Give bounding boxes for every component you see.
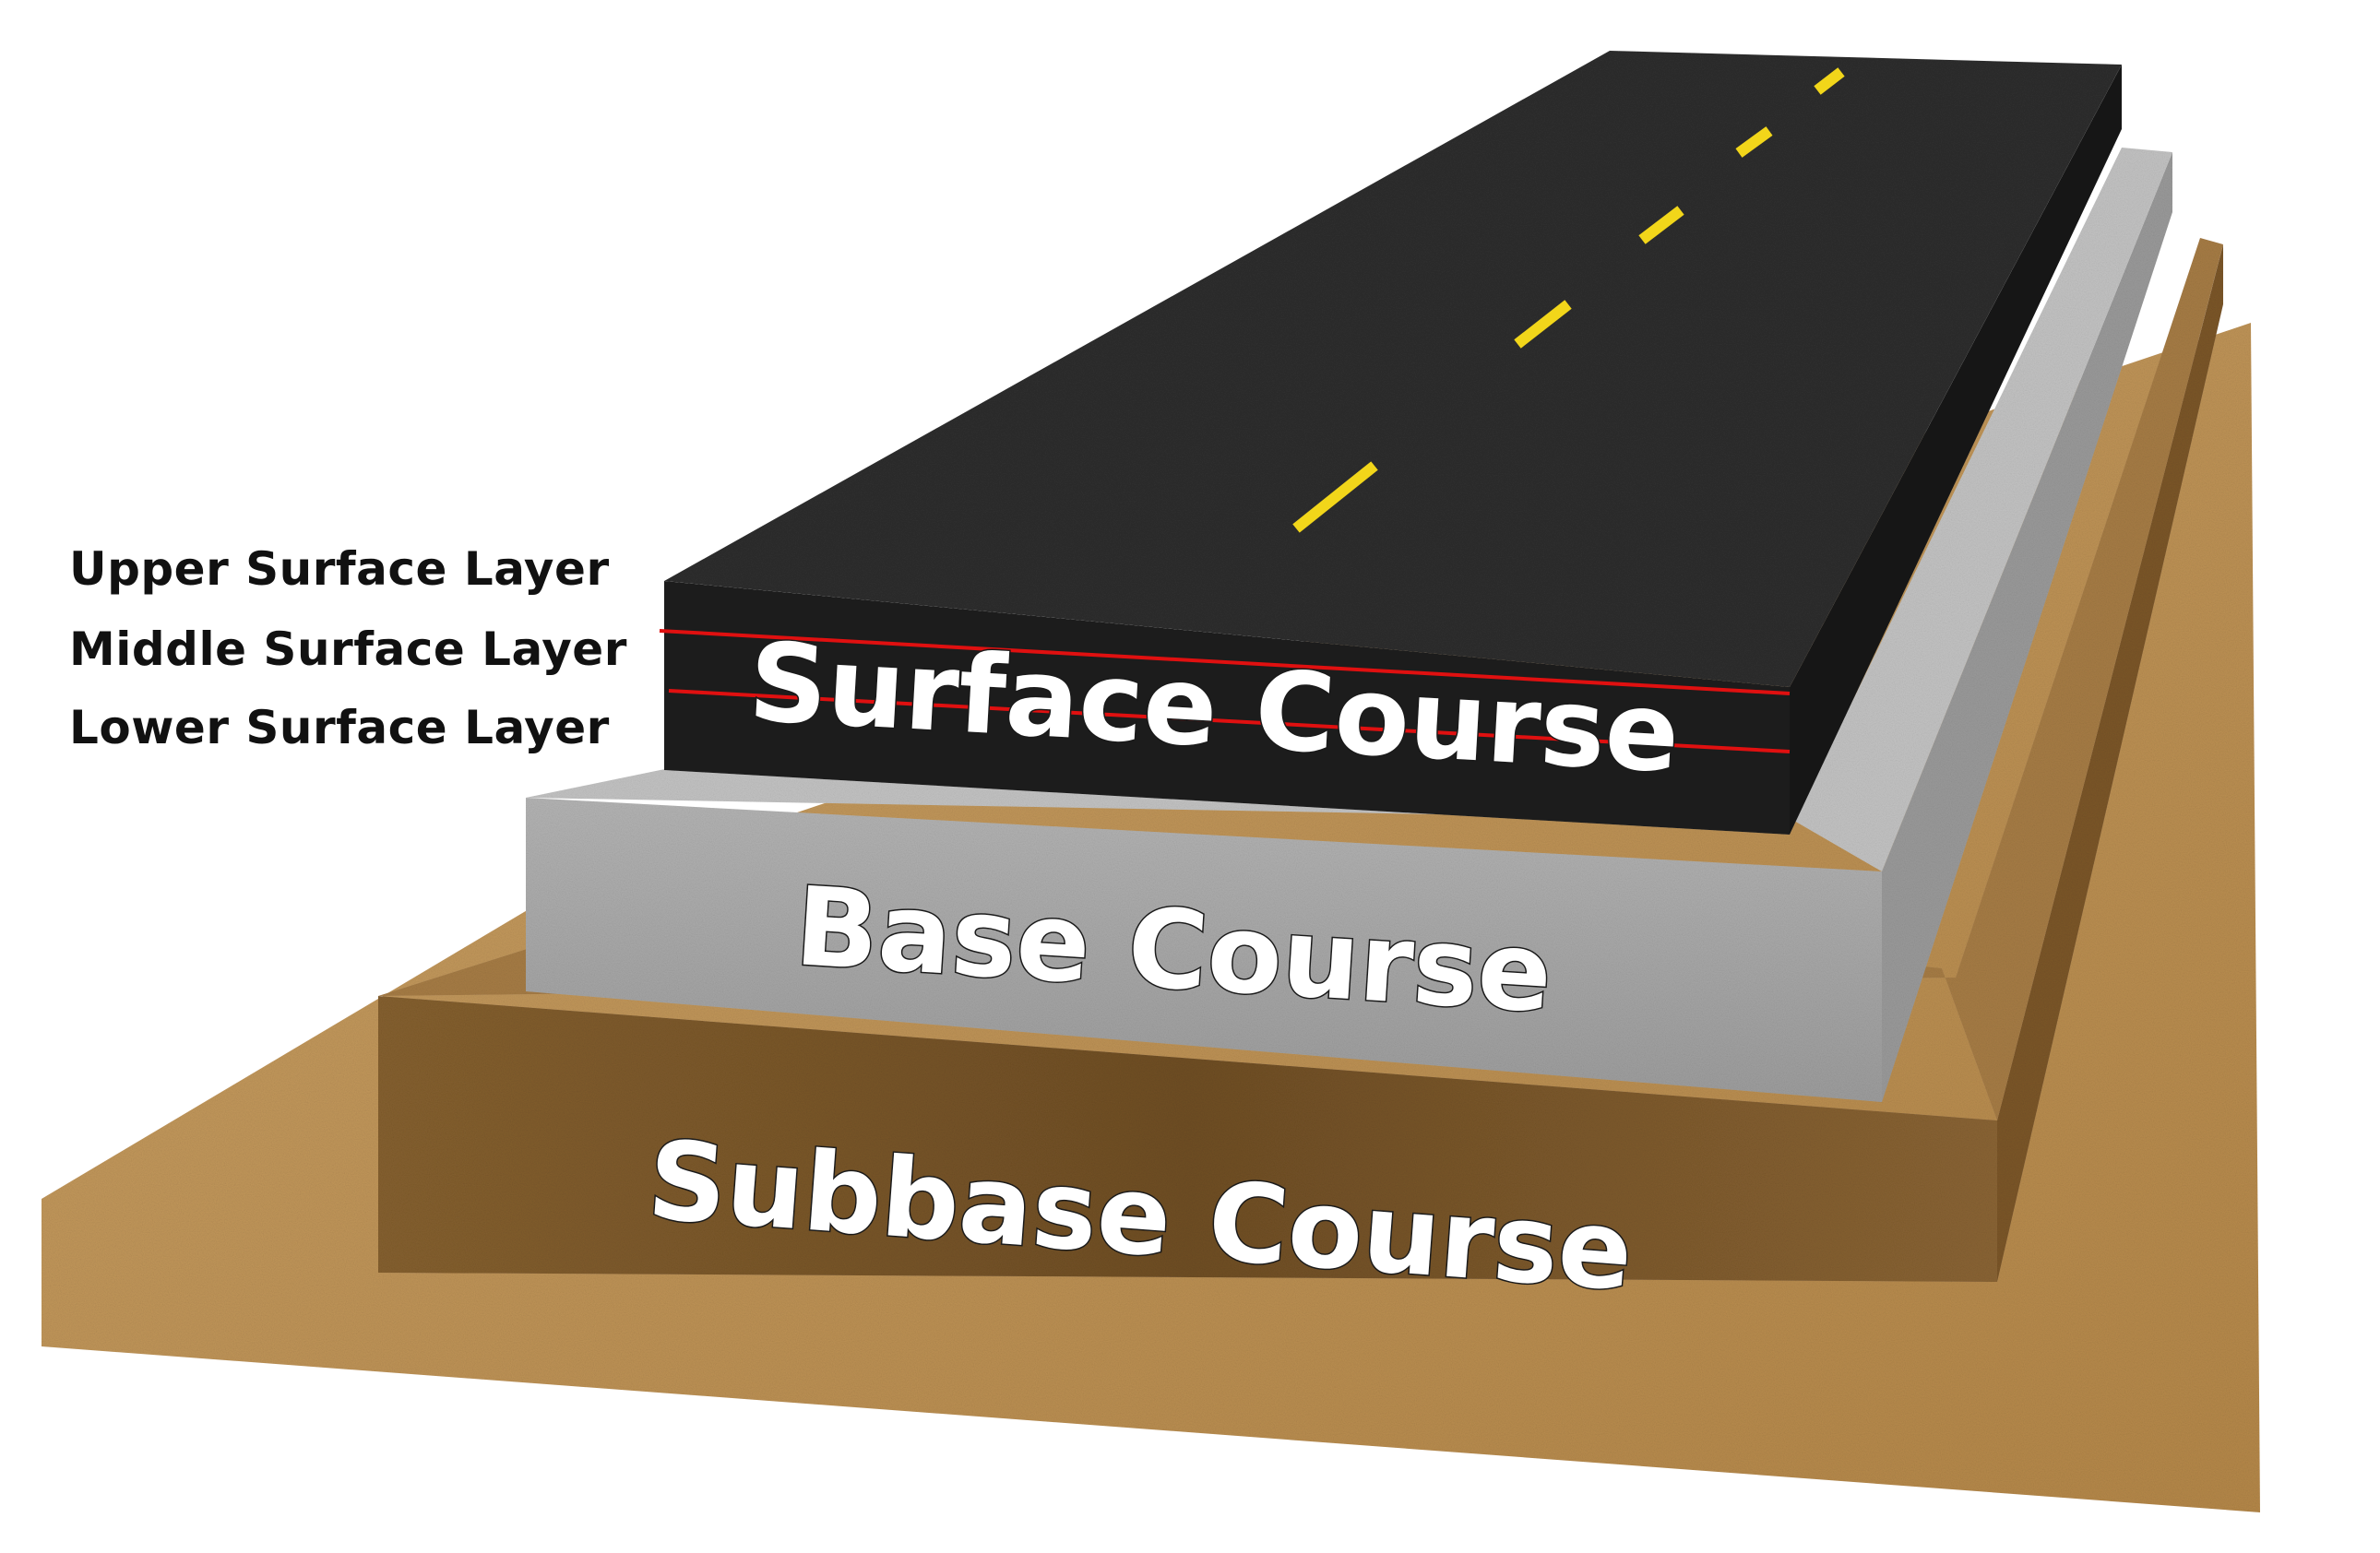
base-front-face (526, 798, 1882, 1102)
lane-marking-dash (1638, 206, 1684, 244)
lane-marking-dash (1292, 461, 1378, 533)
lane-markings (1292, 67, 1845, 533)
lower-surface-layer-label: Lower Surface Layer (69, 701, 610, 754)
surface-front-face (664, 581, 1790, 835)
middle-lower-divider (668, 689, 1791, 753)
lane-marking-dash (1735, 126, 1773, 158)
lane-marking-dash (1514, 300, 1572, 349)
upper-middle-divider (659, 629, 1791, 695)
upper-surface-layer-label: Upper Surface Layer (69, 542, 610, 596)
subbase-side-face (1997, 244, 2223, 1282)
base-side-face (1882, 152, 2172, 1102)
base-top-face (526, 148, 2172, 871)
surface-side-face (1790, 65, 2122, 835)
middle-surface-layer-label: Middle Surface Layer (69, 622, 627, 676)
subbase-front-face (378, 996, 1997, 1282)
layer-dividers (659, 629, 1791, 753)
surface-top-face (664, 51, 2122, 687)
lane-marking-dash (1814, 67, 1845, 95)
